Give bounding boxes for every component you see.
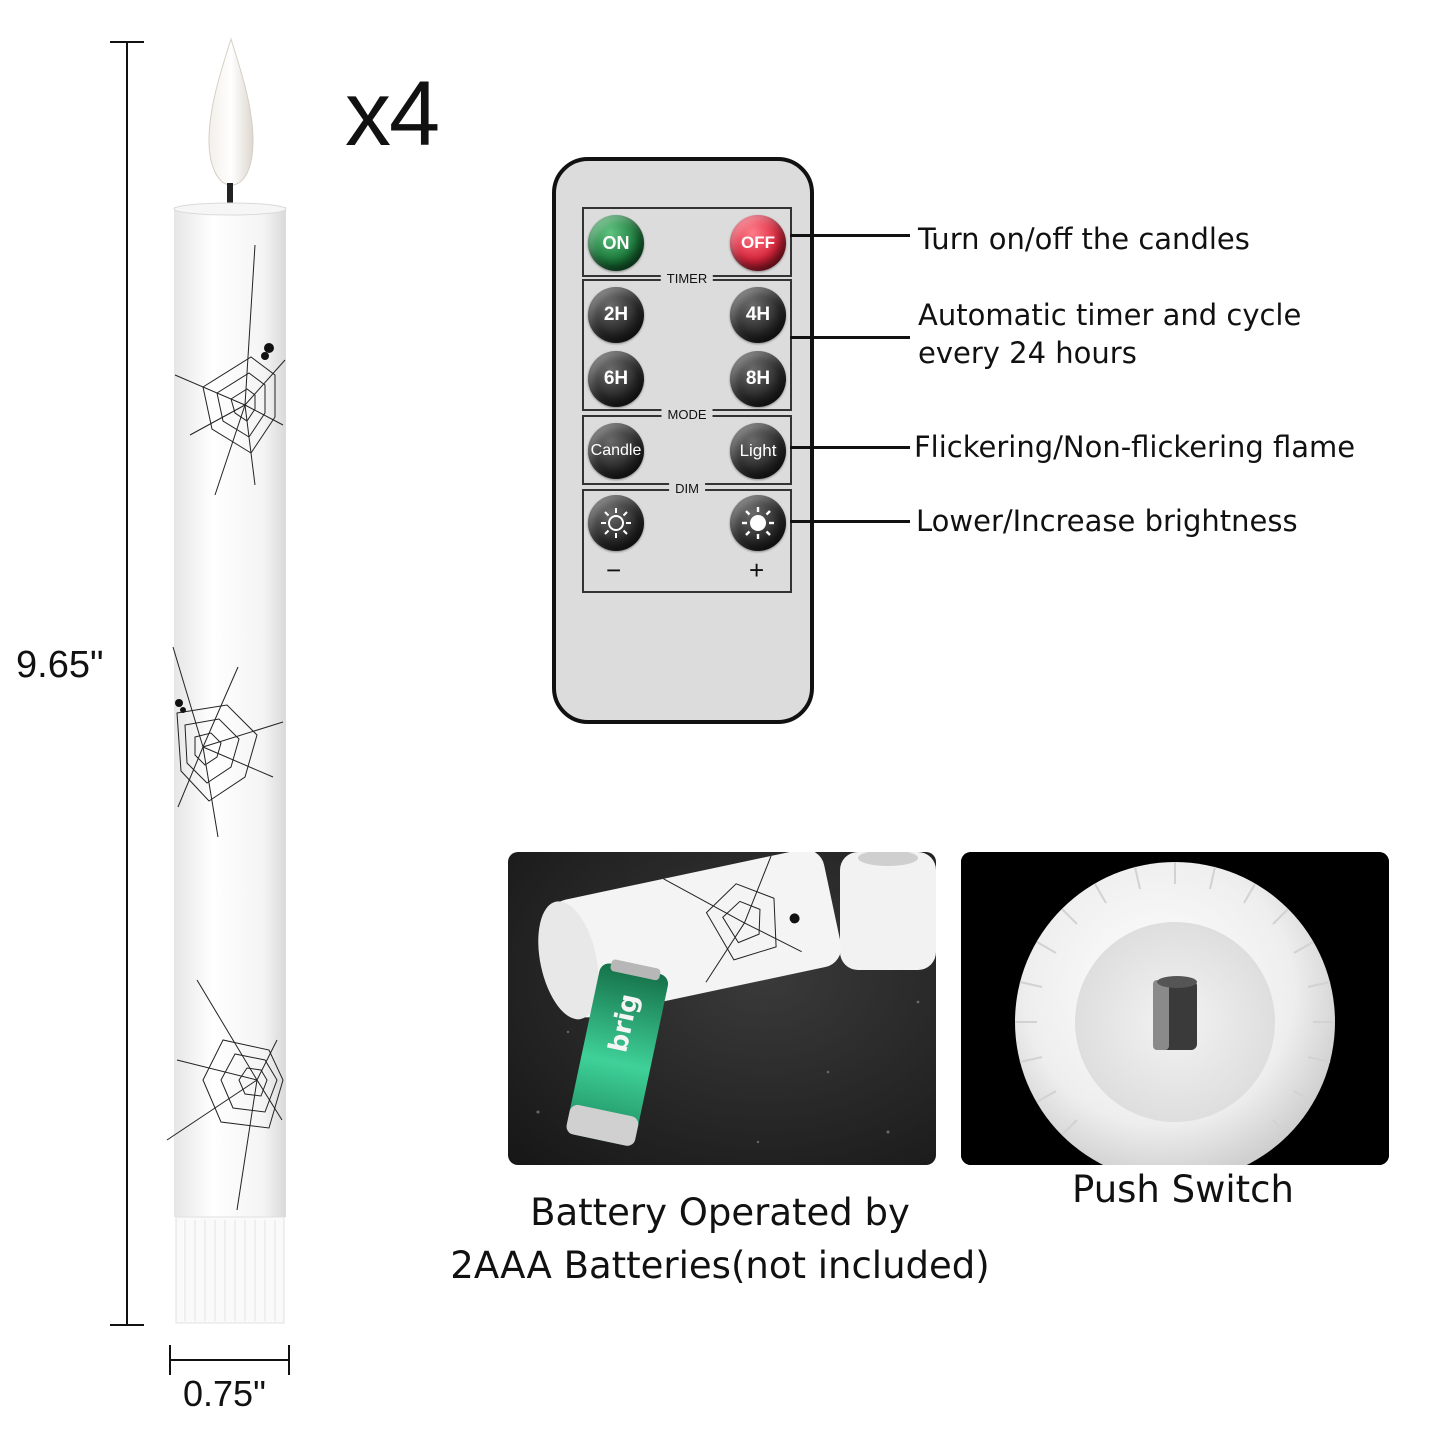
push-switch-caption: Push Switch: [1072, 1168, 1294, 1211]
timer-4h-button[interactable]: 4H: [730, 287, 786, 343]
width-dimension-cap-right: [288, 1345, 290, 1375]
dim-panel: DIM −: [582, 481, 792, 593]
light-mode-button[interactable]: Light: [730, 423, 786, 479]
remote-control: ON OFF TIMER 2H 4H 6H 8H MODE Candle Lig…: [552, 157, 814, 724]
battery-caption-line1: Battery Operated by: [530, 1191, 910, 1234]
height-dimension-line: [126, 42, 128, 1325]
battery-photo: brig: [508, 852, 936, 1165]
push-switch-photo: [961, 852, 1389, 1165]
callout-dim-text: Lower/Increase brightness: [916, 504, 1298, 538]
width-dimension-cap-left: [169, 1345, 171, 1375]
timer-title: TIMER: [660, 271, 714, 287]
sun-dim-icon: [601, 508, 631, 538]
height-label: 9.65": [16, 644, 104, 686]
callout-timer-text: Automatic timer and cycle every 24 hours: [918, 298, 1302, 370]
battery-caption-line2: 2AAA Batteries(not included): [450, 1244, 990, 1287]
callout-line-power: [790, 234, 910, 237]
dim-title: DIM: [669, 481, 705, 497]
timer-6h-button[interactable]: 6H: [588, 351, 644, 407]
mode-title: MODE: [661, 407, 713, 423]
on-button[interactable]: ON: [588, 215, 644, 271]
timer-2h-button[interactable]: 2H: [588, 287, 644, 343]
battery-compartment-image: brig: [508, 852, 936, 1165]
callout-power-text: Turn on/off the candles: [918, 222, 1250, 256]
quantity-label: x4: [345, 63, 440, 165]
dim-decrease-button[interactable]: [588, 495, 644, 551]
timer-8h-button[interactable]: 8H: [730, 351, 786, 407]
callout-line-mode: [790, 446, 910, 449]
callout-mode-text: Flickering/Non-flickering flame: [914, 430, 1356, 464]
mode-panel: MODE Candle Light: [582, 407, 792, 485]
callout-line-timer: [790, 336, 910, 339]
dim-plus-label: +: [749, 555, 765, 585]
width-label: 0.75": [183, 1373, 266, 1414]
power-panel: ON OFF: [582, 207, 792, 277]
dim-increase-button[interactable]: [730, 495, 786, 551]
dim-minus-label: −: [606, 555, 622, 585]
height-dimension-cap-bottom: [110, 1324, 144, 1326]
taper-candle-image: [166, 37, 287, 1324]
push-switch-image: [961, 852, 1389, 1165]
off-button[interactable]: OFF: [730, 215, 786, 271]
candle-mode-button[interactable]: Candle: [588, 423, 644, 479]
height-dimension-cap-top: [110, 41, 144, 43]
callout-line-dim: [790, 520, 910, 523]
timer-panel: TIMER 2H 4H 6H 8H: [582, 271, 792, 411]
width-dimension-line: [170, 1359, 290, 1361]
sun-bright-icon: [742, 507, 774, 539]
